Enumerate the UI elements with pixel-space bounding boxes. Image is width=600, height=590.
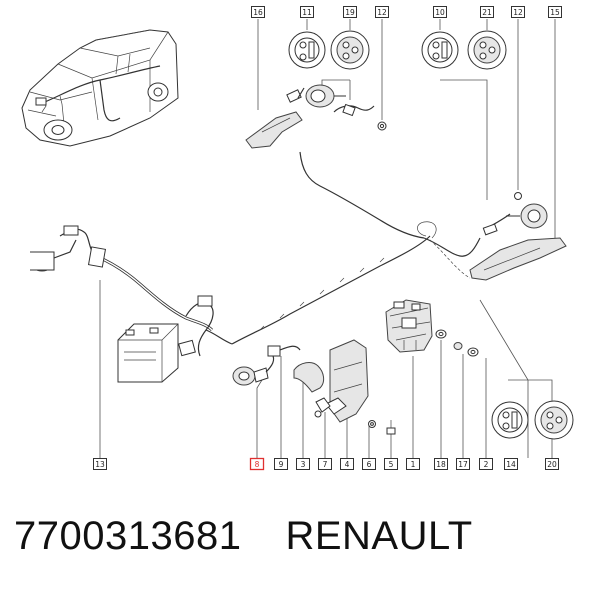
sensor-9 [267,345,301,357]
part-number: 7700313681 [14,514,242,558]
callout-label: 12 [513,8,523,17]
callout-14: 14 [504,458,518,470]
callout-label: 9 [279,460,284,469]
front-left-sensor [305,84,387,131]
callout-8: 8 [249,457,265,471]
callout-7: 7 [318,458,332,470]
abs-hydraulic-unit [385,299,433,353]
callout-label: 20 [547,460,557,469]
connector-detail-21 [467,30,507,70]
callout-13: 13 [93,458,107,470]
connector-detail-20 [534,400,574,440]
callout-6: 6 [362,458,376,470]
callout-2: 2 [479,458,493,470]
front-right-assembly [469,192,567,281]
callout-label: 5 [389,460,394,469]
callout-label: 14 [506,460,516,469]
front-left-bracket [245,87,305,149]
small-parts-7-6-5 [314,397,396,435]
rear-left-harness [30,225,214,332]
callout-1: 1 [406,458,420,470]
callout-21: 21 [480,6,494,18]
callout-9: 9 [274,458,288,470]
small-parts-18-17-2 [435,329,479,357]
callout-label: 2 [484,460,489,469]
callout-label: 12 [377,8,387,17]
callout-label: 8 [255,460,260,469]
callout-18: 18 [434,458,448,470]
callout-12: 12 [375,6,389,18]
callout-label: 7 [323,460,328,469]
connector-detail-19 [330,30,370,70]
callout-label: 18 [436,460,446,469]
callout-label: 15 [550,8,560,17]
callout-20: 20 [545,458,559,470]
callout-5: 5 [384,458,398,470]
callout-16: 16 [251,6,265,18]
bracket-3 [293,362,325,393]
callout-label: 10 [435,8,445,17]
callout-15: 15 [548,6,562,18]
callout-label: 17 [458,460,468,469]
support-bracket-4 [325,339,369,423]
leader-lines [99,19,556,458]
connector-detail-14 [491,401,529,439]
callout-label: 3 [301,460,306,469]
callout-label: 11 [302,8,312,17]
battery [117,323,179,383]
callout-label: 6 [367,460,372,469]
callout-11: 11 [300,6,314,18]
callout-4: 4 [340,458,354,470]
sensor-8 [232,353,275,386]
brand-name: RENAULT [285,514,473,558]
callout-label: 4 [345,460,350,469]
callout-label: 13 [95,460,105,469]
callout-label: 16 [253,8,263,17]
connector-detail-10 [421,31,459,69]
callout-10: 10 [433,6,447,18]
callout-12: 12 [511,6,525,18]
callout-label: 19 [345,8,355,17]
callout-17: 17 [456,458,470,470]
abs-unit-harness [178,295,233,357]
callout-label: 1 [411,460,416,469]
callout-label: 21 [482,8,492,17]
part-reference: 7700313681 RENAULT [14,514,473,570]
abs-wiring-harness [231,151,481,345]
connector-detail-11 [288,31,326,69]
callout-19: 19 [343,6,357,18]
callout-3: 3 [296,458,310,470]
vehicle-illustration [21,29,179,147]
